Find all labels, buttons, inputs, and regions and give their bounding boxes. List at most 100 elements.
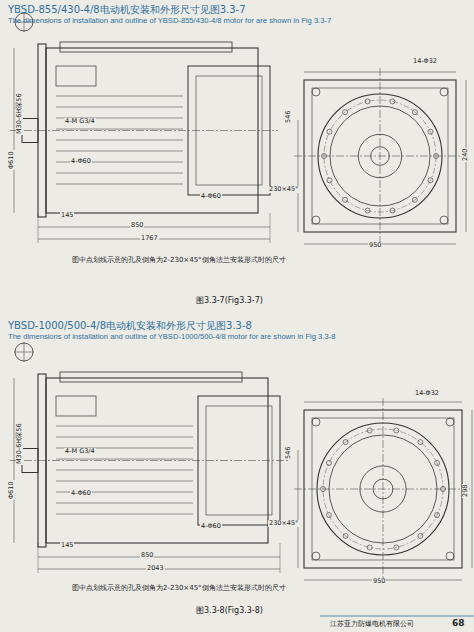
figure-caption: 图3.3-8(Fig3.3-8) <box>196 606 263 615</box>
dimension-label: 图中点划线示意的孔及倒角为2-230×45°倒角法兰安装形式时的尺寸 <box>72 584 286 592</box>
drawing-line <box>56 470 193 471</box>
circle-outline <box>418 533 423 538</box>
circle-outline <box>440 88 448 96</box>
drawing-line <box>56 184 183 185</box>
outline <box>56 396 96 416</box>
circle-outline <box>365 208 370 213</box>
drawing-line <box>304 402 462 403</box>
drawing-line <box>280 543 281 573</box>
dimension-label: 14-Φ32 <box>414 390 440 397</box>
dimension-label: The dimensions of installation and outli… <box>8 333 335 342</box>
dimension-label: 4-Φ60 <box>70 158 92 165</box>
dimension-label: 4-Φ60 <box>200 193 222 200</box>
section-heading: YBSD-855/430-4/8电动机安装和外形尺寸见图3.3-7 <box>8 4 246 16</box>
circle-outline <box>440 216 448 224</box>
circle-outline <box>390 99 395 104</box>
dimension-label: 4-M G3/4 <box>64 448 96 455</box>
dimension-label: 546 <box>285 446 292 460</box>
circle-outline <box>312 88 320 96</box>
drawing-line <box>298 120 299 232</box>
drawing-line <box>56 459 193 460</box>
center-line <box>383 398 384 578</box>
circle-outline <box>435 513 440 518</box>
drawing-line <box>56 173 183 174</box>
circle-outline <box>428 129 433 134</box>
circle-outline <box>312 552 320 560</box>
center-line <box>10 460 288 461</box>
circle-outline <box>446 418 454 426</box>
circle-outline <box>15 343 33 361</box>
dimension-label: 230×45° <box>268 186 299 193</box>
drawing-line <box>24 342 25 362</box>
drawing-line <box>56 503 193 504</box>
dimension-label: Φ610 <box>8 480 15 500</box>
dimension-label: 950 <box>372 578 386 585</box>
circle-outline <box>343 197 348 202</box>
outline <box>56 66 96 86</box>
dimension-label: 145 <box>60 542 74 549</box>
circle-outline <box>343 110 348 115</box>
drawing-line <box>56 437 193 438</box>
circle-outline <box>412 197 417 202</box>
circle-outline <box>446 552 454 560</box>
circle-outline <box>326 513 331 518</box>
circle-outline <box>435 460 440 465</box>
drawing-line <box>56 481 193 482</box>
drawing-line <box>56 129 183 130</box>
circle-outline <box>326 460 331 465</box>
dimension-label: 850 <box>140 552 154 559</box>
dimension-label: 14-Φ32 <box>412 58 438 65</box>
center-line <box>380 68 381 242</box>
dimension-label: 2043 <box>146 565 165 572</box>
circle-outline <box>394 545 399 550</box>
drawing-line <box>56 514 193 515</box>
drawing-line <box>38 227 270 228</box>
circle-outline <box>365 99 370 104</box>
outline <box>60 372 242 382</box>
drawing-line <box>14 378 15 543</box>
drawing-line <box>38 213 39 243</box>
circle-outline <box>343 440 348 445</box>
drawing-line <box>56 140 183 141</box>
center-line <box>10 130 278 131</box>
dimension-label: 4-Φ60 <box>70 490 92 497</box>
circle-outline <box>428 178 433 183</box>
circle-outline <box>367 545 372 550</box>
dimension-label: 145 <box>60 212 74 219</box>
circle-outline <box>343 533 348 538</box>
circle-outline <box>412 110 417 115</box>
dimension-label: 江苏亚力防爆电机有限公司 <box>330 620 414 628</box>
circle-outline <box>327 178 332 183</box>
circle-outline <box>390 208 395 213</box>
outline <box>188 66 270 195</box>
drawing-line <box>56 151 183 152</box>
dimension-label: Φ610 <box>8 150 15 170</box>
footer-rule <box>320 616 474 617</box>
circle-outline <box>367 428 372 433</box>
drawing-line <box>38 557 280 558</box>
circle-outline <box>418 440 423 445</box>
dimension-label: 950 <box>368 242 382 249</box>
drawing-line <box>14 48 15 213</box>
outline <box>60 42 232 52</box>
drawing-line <box>56 107 183 108</box>
dimension-label: 1767 <box>140 235 159 242</box>
dimension-label: 230×45° <box>268 520 299 527</box>
dimension-label: M30-6H深56 <box>16 92 23 135</box>
dimension-label: M30-6H深56 <box>16 422 23 465</box>
circle-outline <box>312 418 320 426</box>
dimension-label: The dimensions of installation and outli… <box>8 17 331 26</box>
dimension-label: 图中点划线示意的孔及倒角为2-230×45°倒角法兰安装形式时的尺寸 <box>72 256 286 264</box>
dimension-label: 240 <box>462 148 469 162</box>
dimension-label: 298 <box>462 484 469 498</box>
drawing-line <box>56 96 183 97</box>
dimension-label: 4-M G3/4 <box>64 118 96 125</box>
circle-outline <box>394 428 399 433</box>
figure-caption: 图3.3-7(Fig3.3-7) <box>196 296 263 305</box>
circle-outline <box>327 129 332 134</box>
drawing-line <box>38 543 39 573</box>
circle-outline <box>312 216 320 224</box>
dimension-label: 4-Φ60 <box>200 523 222 530</box>
drawing-line <box>304 72 456 73</box>
